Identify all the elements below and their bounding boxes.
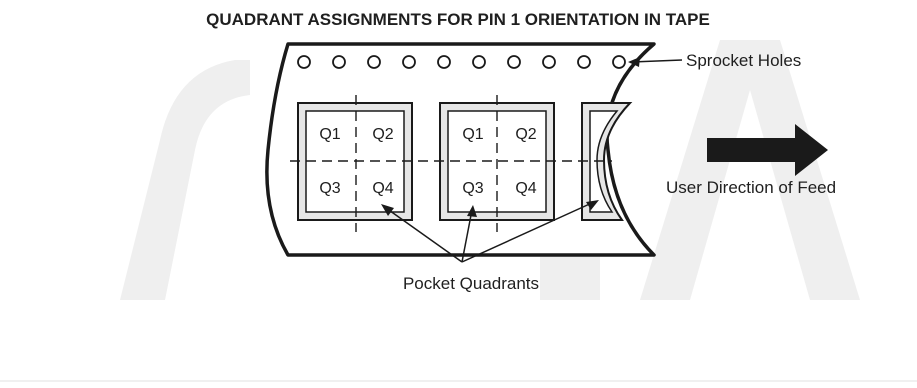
sprocket-holes <box>297 55 626 69</box>
sprocket-hole <box>297 55 311 69</box>
sprocket-hole <box>472 55 486 69</box>
quadrant-label-q4: Q4 <box>372 180 393 197</box>
pocket-3-partial <box>581 102 633 221</box>
feed-direction-label: User Direction of Feed <box>666 178 836 197</box>
diagram-title: QUADRANT ASSIGNMENTS FOR PIN 1 ORIENTATI… <box>206 10 710 29</box>
pocket-1-quadrants: Q1 Q2 Q3 Q4 <box>319 126 393 197</box>
arrowhead-icon <box>628 57 640 67</box>
pocket-quadrants-callout <box>385 201 595 263</box>
quadrant-label-q3: Q3 <box>462 180 483 197</box>
sprocket-hole <box>402 55 416 69</box>
arrowhead-icon <box>586 200 599 210</box>
sprocket-hole <box>367 55 381 69</box>
quadrant-label-q2: Q2 <box>515 126 536 143</box>
sprocket-hole <box>507 55 521 69</box>
arrowhead-icon <box>381 204 394 216</box>
quadrant-label-q2: Q2 <box>372 126 393 143</box>
quadrant-label-q1: Q1 <box>319 126 340 143</box>
quadrant-label-q4: Q4 <box>515 180 536 197</box>
pocket-2-quadrants: Q1 Q2 Q3 Q4 <box>462 126 536 197</box>
sprocket-hole <box>437 55 451 69</box>
quadrant-label-q3: Q3 <box>319 180 340 197</box>
pocket-quadrants-label: Pocket Quadrants <box>403 274 539 293</box>
feed-arrow-icon <box>707 124 828 176</box>
centerlines <box>290 95 612 232</box>
sprocket-holes-label: Sprocket Holes <box>686 51 801 70</box>
feed-direction: User Direction of Feed <box>666 124 836 197</box>
sprocket-hole <box>542 55 556 69</box>
sprocket-hole <box>332 55 346 69</box>
quadrant-label-q1: Q1 <box>462 126 483 143</box>
sprocket-hole <box>577 55 591 69</box>
arrowhead-icon <box>467 205 477 217</box>
sprocket-hole <box>612 55 626 69</box>
sprocket-holes-callout: Sprocket Holes <box>628 51 801 70</box>
pocket-quadrants-arrowheads <box>381 200 599 217</box>
